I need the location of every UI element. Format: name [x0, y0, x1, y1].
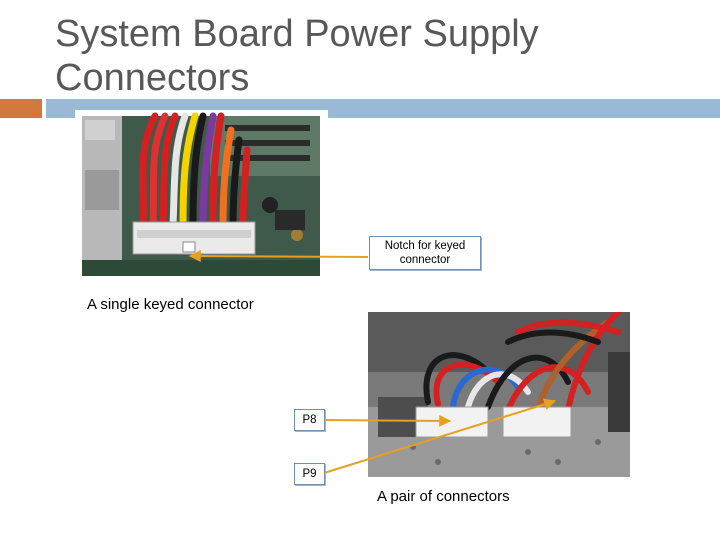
single-connector-photo [75, 110, 328, 288]
p9-callout: P9 [294, 463, 325, 485]
slide-title: System Board Power Supply Connectors [55, 13, 539, 99]
title-accent-bar [0, 99, 42, 118]
pair-connectors-caption: A pair of connectors [377, 488, 510, 505]
notch-callout: Notch for keyed connector [369, 236, 481, 270]
p8-callout: P8 [294, 409, 325, 431]
single-connector-caption: A single keyed connector [87, 296, 254, 313]
pair-connectors-photo [368, 312, 630, 477]
